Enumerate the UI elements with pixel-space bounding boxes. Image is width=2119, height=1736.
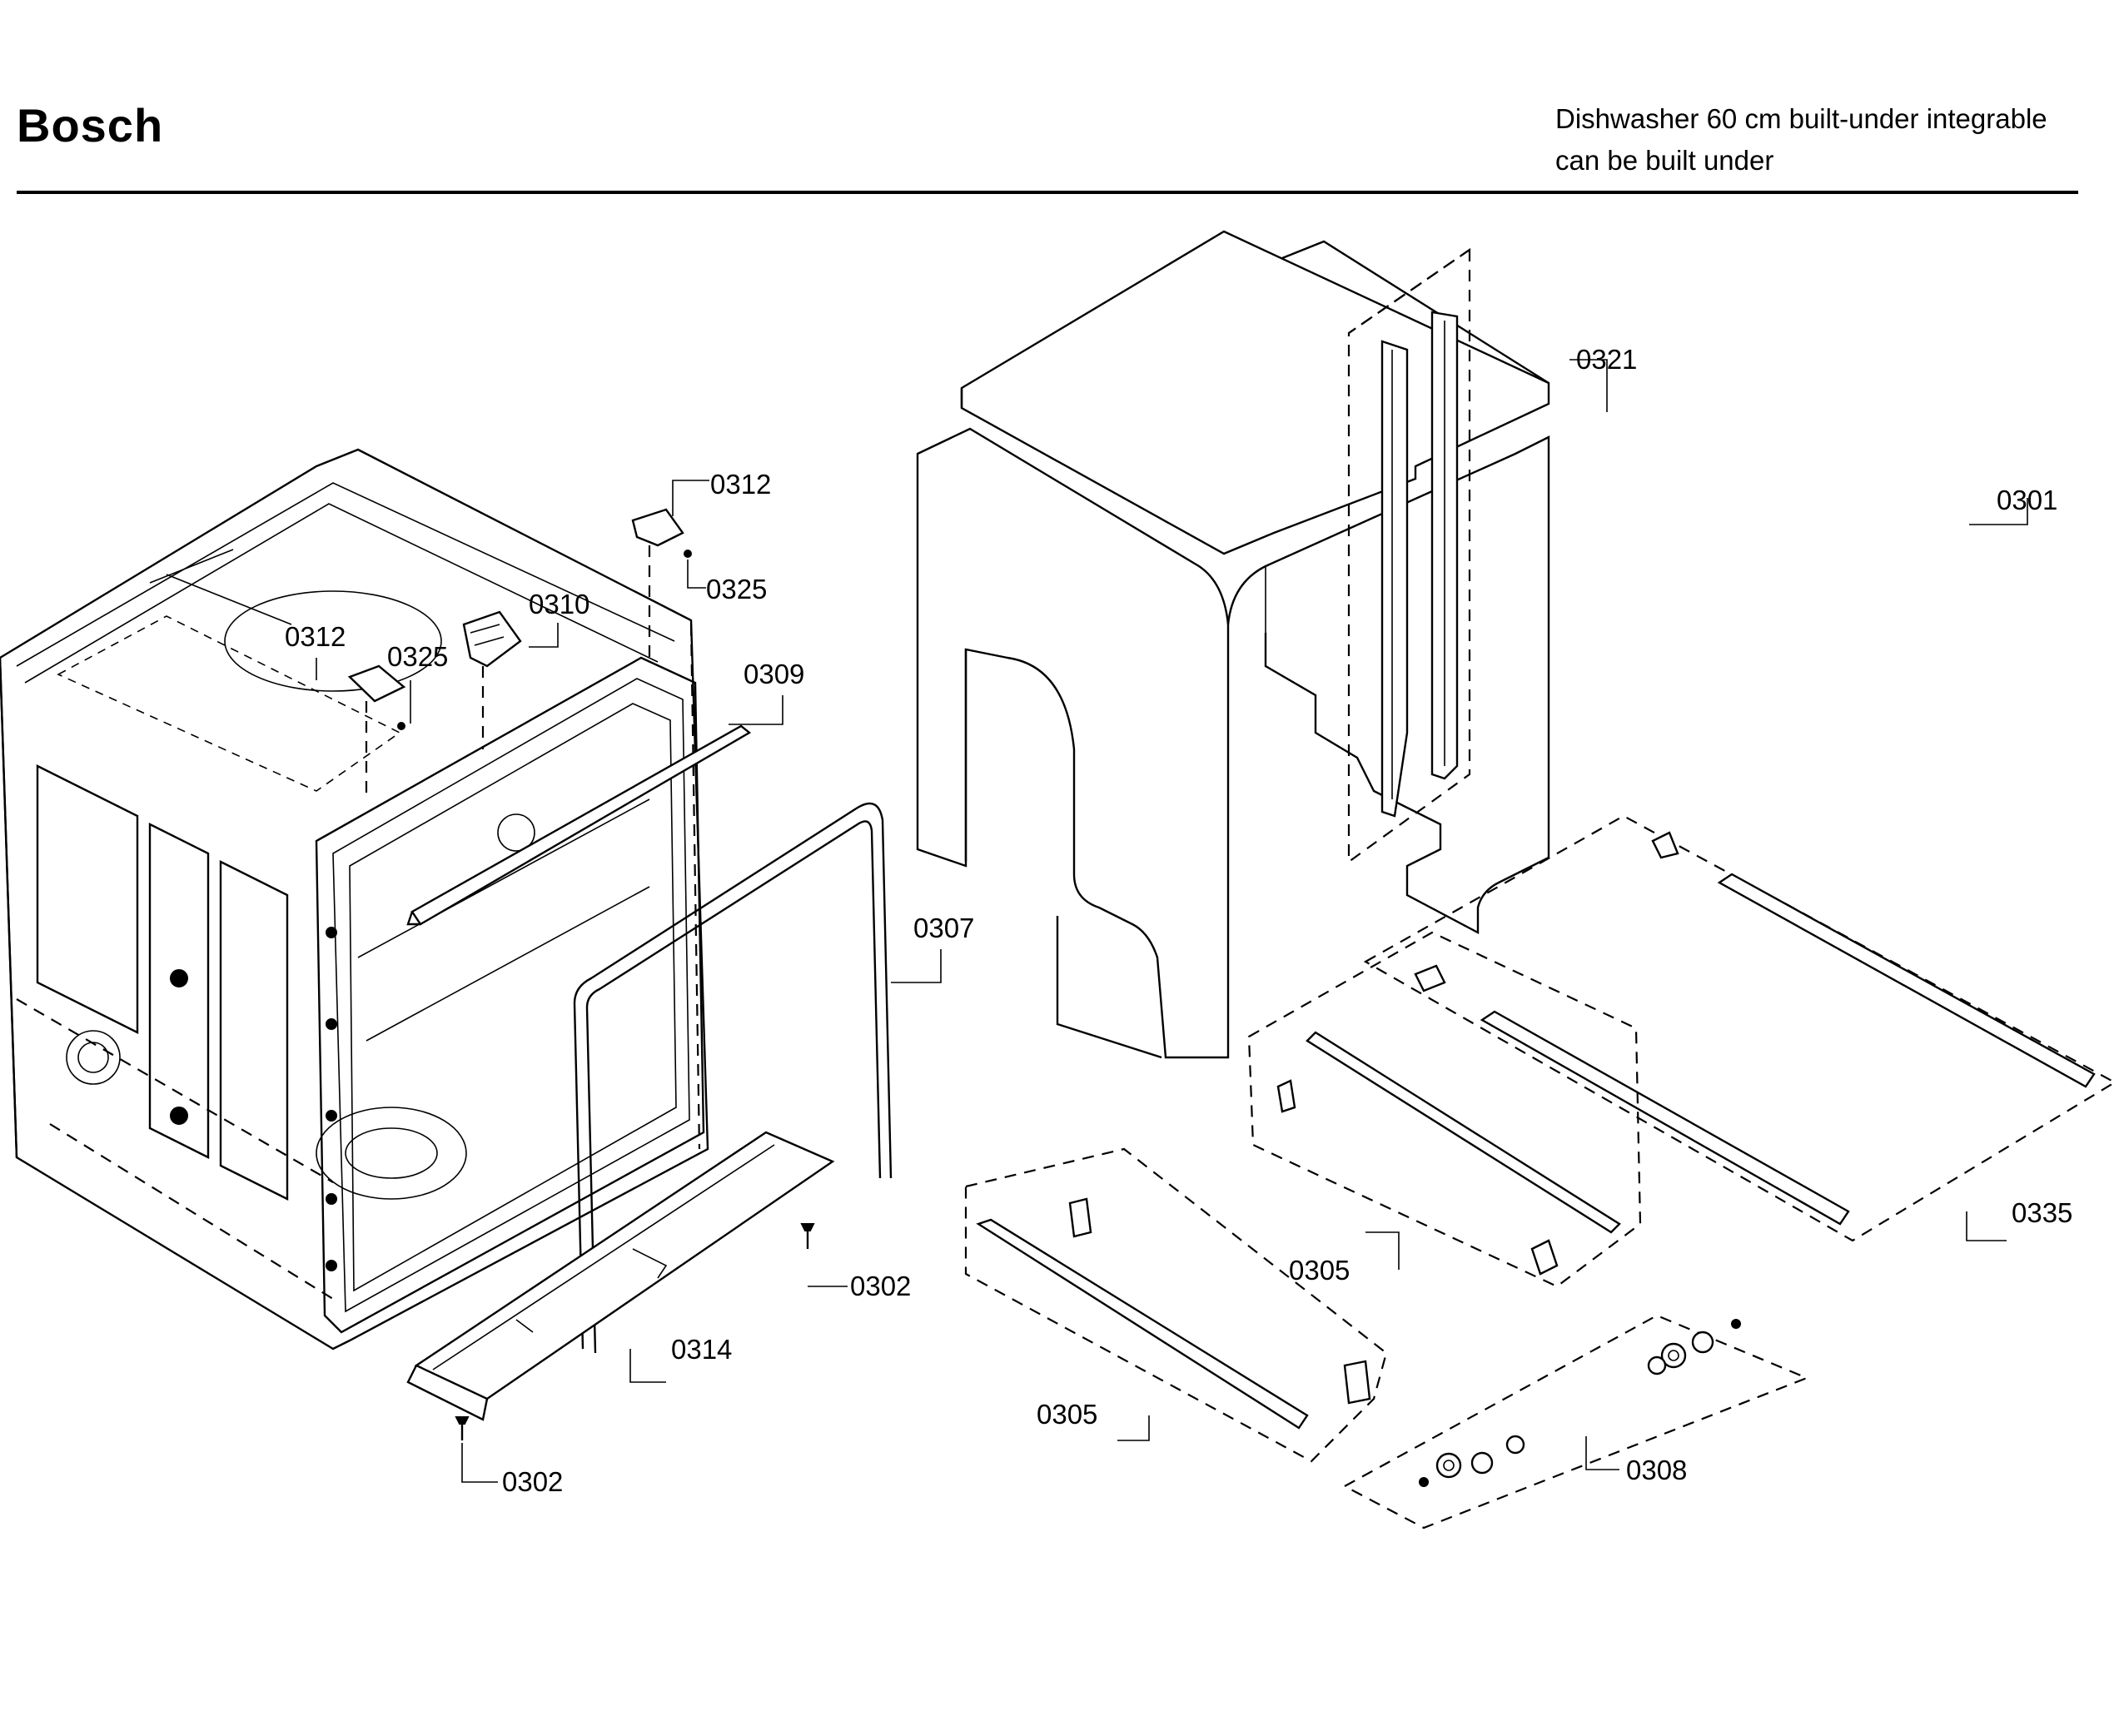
callout-0325-left: 0325 bbox=[387, 641, 448, 672]
callout-0305-mid: 0305 bbox=[1289, 1255, 1350, 1286]
part-0305-kits bbox=[964, 931, 1642, 1463]
part-0308-kit bbox=[1342, 1314, 1809, 1530]
callout-labels: 0321 0301 0312 0325 0310 0312 0325 0309 … bbox=[285, 344, 2072, 1497]
callout-0302-bottom: 0302 bbox=[502, 1466, 563, 1497]
brand-name: Bosch bbox=[17, 99, 164, 152]
callout-0321: 0321 bbox=[1576, 344, 1637, 375]
callout-0301: 0301 bbox=[1997, 485, 2057, 515]
callout-0308: 0308 bbox=[1626, 1455, 1687, 1485]
part-0312-brackets bbox=[347, 508, 684, 799]
part-0301-kit bbox=[1347, 247, 1471, 864]
callout-0335: 0335 bbox=[2012, 1197, 2072, 1228]
model-description-line-1: Dishwasher 60 cm built-under integrable bbox=[1555, 103, 2047, 134]
part-0314-shape bbox=[406, 1131, 835, 1421]
callout-0309: 0309 bbox=[744, 659, 804, 689]
callout-0310: 0310 bbox=[529, 589, 589, 619]
callout-0312-top: 0312 bbox=[710, 469, 771, 500]
part-0325-screws bbox=[397, 550, 692, 730]
page-header: Bosch Dishwasher 60 cm built-under integ… bbox=[0, 0, 2119, 200]
model-description-line-2: can be built under bbox=[1555, 145, 1774, 176]
part-0302-screws bbox=[455, 1223, 815, 1440]
callout-0307: 0307 bbox=[913, 913, 974, 943]
part-0307-shape bbox=[573, 802, 893, 1354]
callout-0302-right: 0302 bbox=[850, 1271, 911, 1301]
part-0309-shape bbox=[406, 724, 752, 926]
callout-0325-top: 0325 bbox=[706, 574, 767, 604]
part-0335-kit bbox=[1363, 814, 2117, 1242]
header-divider bbox=[17, 191, 2078, 194]
callout-0314: 0314 bbox=[671, 1334, 732, 1365]
part-0310-shape bbox=[462, 610, 522, 749]
callout-0312-left: 0312 bbox=[285, 621, 346, 652]
callout-0305-bottom: 0305 bbox=[1037, 1399, 1097, 1430]
dishwasher-tub-assembly bbox=[0, 448, 709, 1350]
leader-lines bbox=[316, 359, 2028, 1483]
